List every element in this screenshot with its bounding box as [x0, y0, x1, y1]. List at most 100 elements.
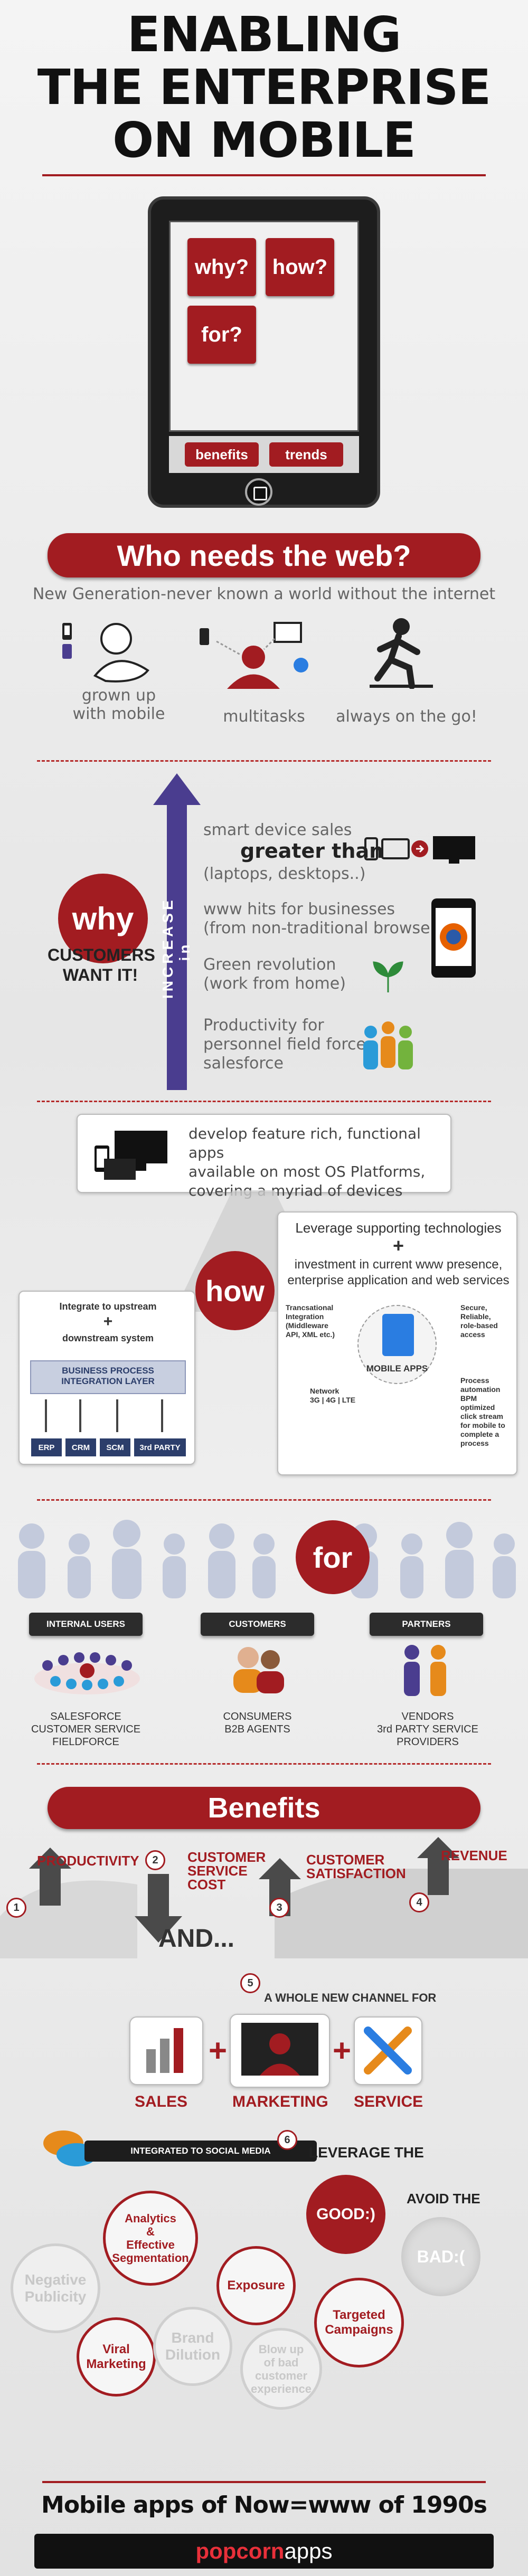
green-leaf-icon — [373, 961, 403, 992]
phone-screen: why? how? for? — [169, 221, 359, 432]
channel-text: A WHOLE NEW CHANNEL FOR — [264, 1991, 437, 2004]
integrate-upstream: Integrate to upstream — [59, 1301, 157, 1312]
customers-want-it: CUSTOMERS WANT IT! — [48, 945, 155, 984]
tx-integration: Trancsational Integration (Middleware AP… — [286, 1303, 335, 1339]
footer-rule — [42, 2481, 486, 2483]
avoid-the: AVOID THE — [407, 2191, 480, 2206]
label-marketing: MARKETING — [232, 2093, 328, 2110]
number-3: 3 — [269, 1898, 289, 1918]
crowd-silhouette — [18, 1520, 516, 1599]
service-icon — [354, 2016, 422, 2085]
network-text: Network 3G | 4G | LTE — [310, 1387, 356, 1404]
system-3rd-party: 3rd PARTY — [134, 1438, 186, 1456]
system-crm: CRM — [65, 1438, 96, 1456]
tile-for[interactable]: for? — [187, 306, 256, 364]
customers-icon — [233, 1647, 284, 1693]
tile-how[interactable]: how? — [266, 238, 334, 296]
integration-arrows — [45, 1399, 163, 1432]
system-erp: ERP — [31, 1438, 62, 1456]
phone-button-bar: benefits trends — [169, 436, 359, 473]
trends-button[interactable]: trends — [269, 442, 343, 467]
increase-label: INCREASE in — [159, 897, 193, 999]
integration-box: Integrate to upstream + downstream syste… — [18, 1291, 195, 1465]
how-badge: how — [195, 1251, 275, 1330]
group-internal-text: SALESFORCE CUSTOMER SERVICE FIELDFORCE — [31, 1711, 141, 1748]
benefit-productivity: PRODUCTIVITY — [37, 1853, 139, 1869]
number-1: 1 — [6, 1898, 26, 1918]
divider — [37, 1763, 491, 1765]
mobile-apps-label: MOBILE APPS — [366, 1363, 428, 1374]
group-customers-head: CUSTOMERS — [201, 1613, 314, 1636]
group-internal-head: INTERNAL USERS — [29, 1613, 143, 1636]
good-bubble: GOOD:) — [306, 2175, 385, 2254]
why-item-laptops: (laptops, desktops..) — [203, 865, 366, 883]
benefit-revenue: REVENUE — [441, 1848, 507, 1863]
increase-arrow — [153, 773, 201, 1090]
baby-with-phone-icon — [62, 623, 149, 683]
who-item-multitasks: multitasks — [223, 707, 305, 726]
divider — [37, 1499, 491, 1501]
bubble-brand: Brand Dilution — [153, 2307, 232, 2386]
devices-icon — [364, 836, 475, 864]
number-2: 2 — [145, 1850, 165, 1870]
why-item-green: Green revolution (work from home) — [203, 955, 346, 993]
group-partners-text: VENDORS 3rd PARTY SERVICE PROVIDERS — [377, 1711, 478, 1748]
system-scm: SCM — [100, 1438, 130, 1456]
integration-layer: BUSINESS PROCESS INTEGRATION LAYER — [30, 1360, 186, 1394]
why-item-www: www hits for businesses (from non-tradit… — [203, 900, 451, 937]
home-button-icon[interactable] — [245, 478, 272, 506]
firefox-phone-icon — [431, 898, 476, 978]
tile-why[interactable]: why? — [187, 238, 256, 296]
phone-illustration: why? how? for? benefits trends — [148, 196, 380, 508]
title-line-3: ON MOBILE — [112, 112, 416, 168]
multitasker-icon — [200, 622, 308, 689]
brand-popcorn: popcorn — [195, 2539, 285, 2563]
develop-box: develop feature rich, functional apps av… — [77, 1114, 451, 1199]
apps-grid-icon — [382, 1314, 414, 1356]
leverage-the: LEVERAGE THE — [309, 2144, 424, 2161]
plus-icon: + — [333, 2033, 352, 2068]
who-item-go: always on the go! — [336, 707, 477, 726]
number-6: 6 — [277, 2130, 297, 2150]
group-customers-text: CONSUMERS B2B AGENTS — [223, 1711, 292, 1735]
partners-icon — [404, 1645, 446, 1696]
develop-text: develop feature rich, functional apps av… — [188, 1125, 426, 1199]
benefits-button[interactable]: benefits — [185, 442, 259, 467]
benefits-arrows — [0, 1837, 528, 1958]
plus-icon: + — [392, 1235, 404, 1256]
mobile-apps-hub — [357, 1305, 437, 1384]
investment-text: investment in current www presence, ente… — [287, 1257, 510, 1287]
secure-access: Secure, Reliable, role-based access — [460, 1303, 498, 1339]
number-4: 4 — [409, 1892, 429, 1912]
title-rule — [42, 174, 486, 176]
bubble-exposure: Exposure — [216, 2246, 296, 2325]
divider — [37, 1101, 491, 1102]
internal-users-icon — [34, 1652, 140, 1694]
bad-bubble: BAD:( — [401, 2217, 480, 2296]
multi-device-icon — [95, 1131, 167, 1180]
sales-icon — [129, 2016, 203, 2085]
benefits-banner: Benefits — [48, 1787, 480, 1829]
why-item-greater: greater than — [240, 839, 384, 863]
plus-icon: + — [209, 2033, 228, 2068]
label-sales: SALES — [135, 2093, 188, 2110]
and-text: AND... — [158, 1925, 234, 1953]
bubble-viral: Viral Marketing — [77, 2317, 156, 2397]
plus-icon: + — [103, 1313, 113, 1330]
running-person-icon — [370, 618, 433, 689]
bubble-negative: Negative Publicity — [11, 2243, 100, 2333]
benefit-satisfaction: CUSTOMER SATISFACTION — [306, 1852, 406, 1881]
bubble-analytics: Analytics & Effective Segmentation — [103, 2191, 198, 2286]
title-line-1: ENABLING — [127, 6, 402, 63]
leverage-tech: Leverage supporting technologies — [295, 1220, 502, 1236]
brand-apps: apps — [284, 2539, 333, 2563]
who-item-grown: grown up with mobile — [72, 686, 165, 723]
bubble-targeted: Targeted Campaigns — [314, 2278, 404, 2367]
footer-tagline: Mobile apps of Now=www of 1990s — [41, 2492, 487, 2518]
divider — [37, 760, 491, 762]
technologies-box: Leverage supporting technologies + inves… — [277, 1211, 517, 1475]
bubble-blowup: Blow up of bad customer experience — [240, 2328, 322, 2410]
benefit-customer-service: CUSTOMER SERVICE COST — [187, 1849, 266, 1892]
marketing-icon — [230, 2014, 330, 2088]
